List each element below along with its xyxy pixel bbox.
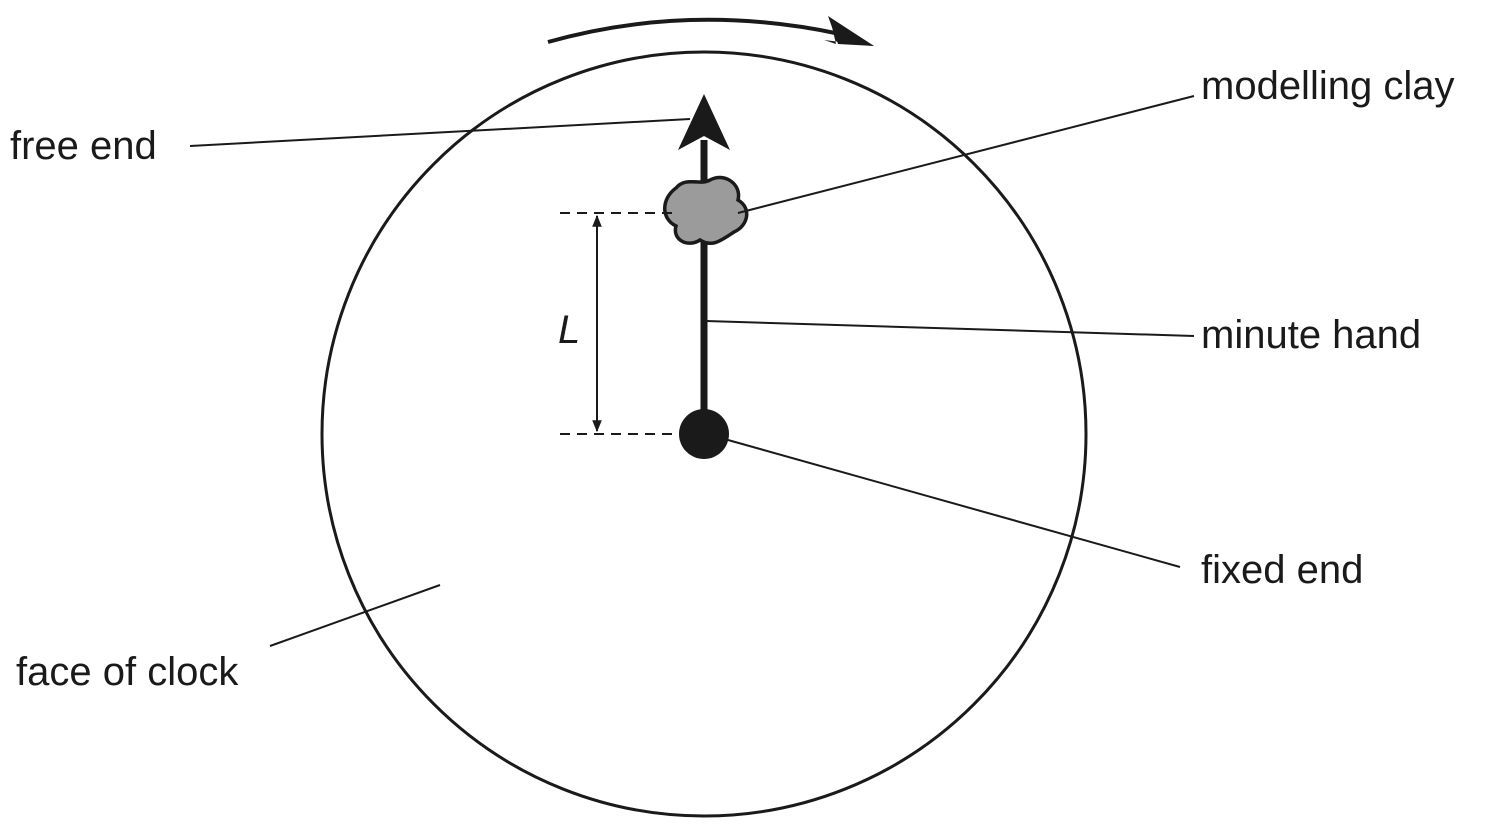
rotation-arc bbox=[547, 17, 841, 44]
rotation-arrowhead-fill bbox=[828, 16, 874, 46]
free-end-leader bbox=[189, 118, 691, 147]
label-fixed-end: fixed end bbox=[1201, 548, 1364, 592]
fixed-end-pivot bbox=[679, 409, 729, 459]
label-face-of-clock: face of clock bbox=[16, 650, 239, 694]
label-length: L bbox=[558, 308, 581, 352]
minute-hand-arrowhead bbox=[678, 94, 730, 150]
minute-hand-leader bbox=[705, 320, 1195, 337]
clock-face-circle bbox=[320, 50, 1088, 818]
label-minute-hand: minute hand bbox=[1201, 313, 1422, 357]
fixed-end-leader bbox=[727, 439, 1181, 568]
face-of-clock-leader bbox=[269, 584, 441, 647]
label-modelling-clay: modelling clay bbox=[1201, 64, 1455, 108]
label-free-end: free end bbox=[10, 124, 157, 168]
modelling-clay-blob bbox=[663, 175, 749, 245]
modelling-clay-leader bbox=[737, 95, 1195, 214]
